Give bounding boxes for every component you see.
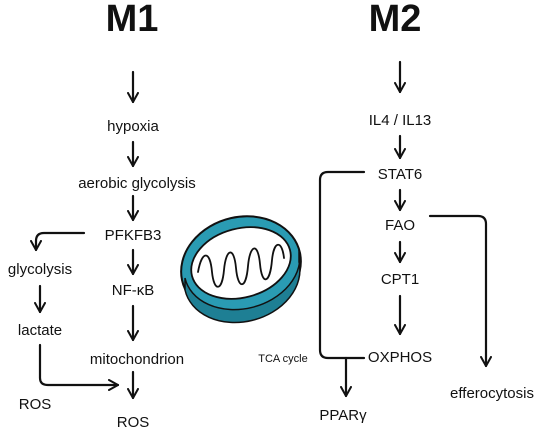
node-hypoxia: hypoxia	[107, 118, 159, 135]
node-lactate: lactate	[18, 322, 62, 339]
node-fao: FAO	[385, 217, 415, 234]
arrow-fao-to-efferocytosis	[428, 214, 492, 368]
m1-heading: M1	[106, 0, 159, 40]
m2-heading: M2	[369, 0, 422, 40]
node-stat6: STAT6	[378, 166, 422, 183]
node-oxphos: OXPHOS	[368, 349, 432, 366]
node-il4-il13: IL4 / IL13	[369, 112, 432, 129]
node-aerobic-glycolysis: aerobic glycolysis	[78, 175, 196, 192]
node-efferocytosis: efferocytosis	[450, 385, 534, 402]
node-ppar: PPARγ	[319, 407, 367, 424]
node-glycolysis: glycolysis	[8, 261, 72, 278]
mitochondrion-illustration	[180, 215, 302, 324]
arrow-pfkfb3-to-glycolysis	[30, 231, 86, 252]
node-ros-bottom: ROS	[117, 414, 150, 431]
node-mitochondrion: mitochondrion	[90, 351, 184, 368]
connector-stat6-to-oxphos	[318, 170, 366, 360]
node-pfkfb3: PFKFB3	[105, 227, 162, 244]
arrow-lactate-to-ros	[38, 343, 120, 391]
node-ros-left: ROS	[19, 396, 52, 413]
label-tca-cycle: TCA cycle	[258, 353, 308, 365]
node-nfkb: NF-κB	[112, 282, 155, 299]
node-cpt1: CPT1	[381, 271, 419, 288]
